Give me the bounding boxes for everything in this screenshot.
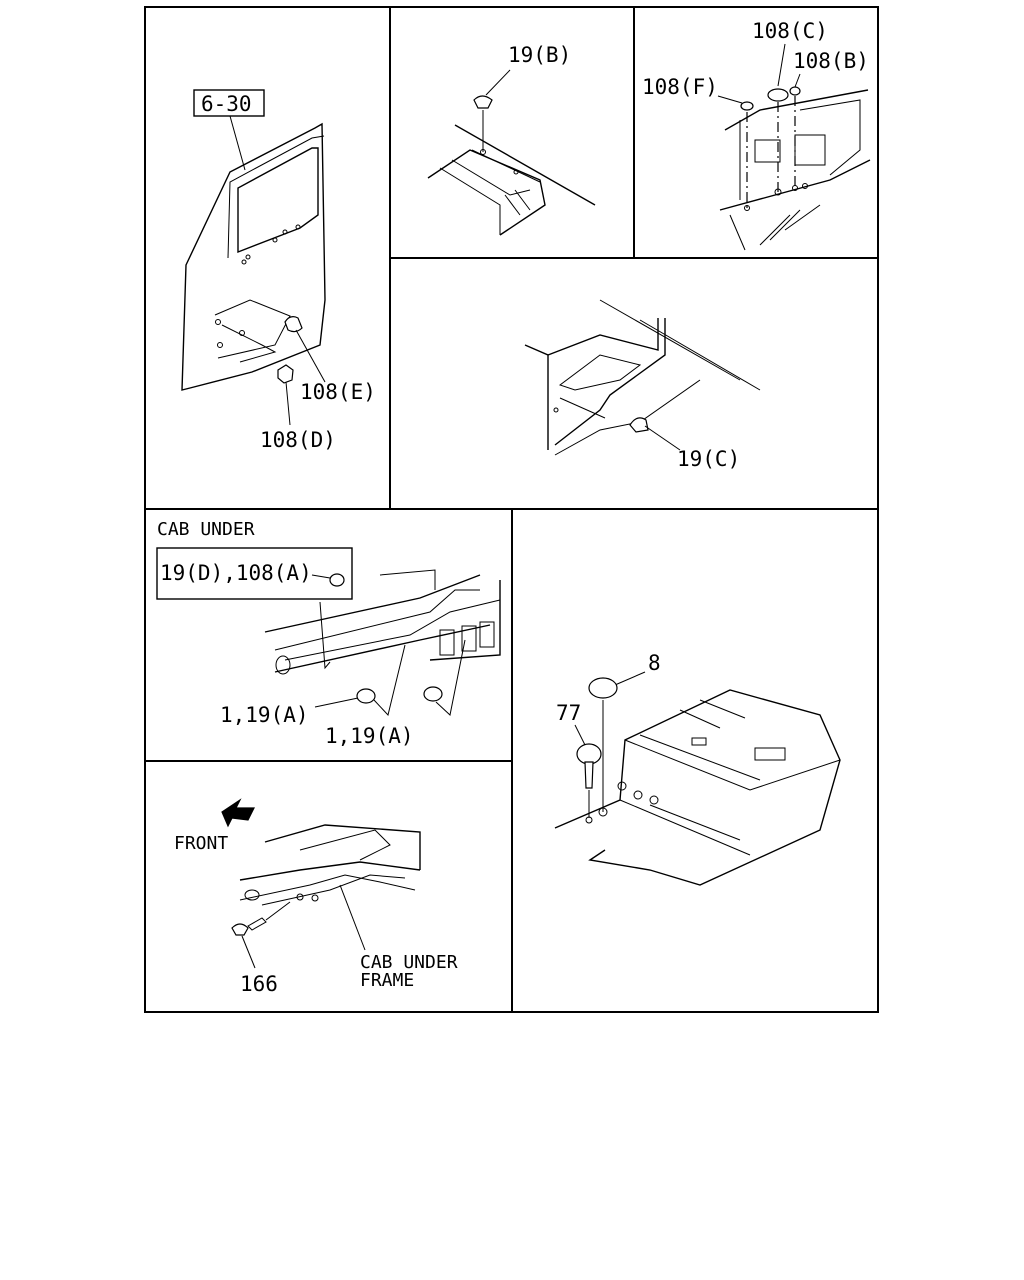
- panel-floor: 8 77: [554, 651, 841, 886]
- part-19b-label: 19(B): [508, 43, 571, 67]
- part-8-label: 8: [648, 651, 661, 675]
- plug-1-19a-left-icon: [356, 688, 376, 704]
- cab-under-frame-label-1: CAB UNDER: [360, 952, 458, 973]
- panel-door: 6-30 108(E) 108(D): [181, 89, 376, 452]
- panel-19b: 19(B): [427, 43, 596, 236]
- ref-6-30-box: [193, 89, 265, 117]
- clip-108e-icon: [284, 316, 303, 333]
- bolt-166-icon: [231, 923, 249, 936]
- grommet-108b-icon: [789, 86, 801, 96]
- grommet-108f-icon: [740, 101, 754, 111]
- part-108e-label: 108(E): [300, 380, 376, 404]
- grommet-108c-icon: [767, 88, 789, 102]
- plug-19b-icon: [473, 95, 493, 109]
- panel-front: FRONT 166 CAB UNDER FRAME: [174, 798, 458, 996]
- cab-under-frame-label-2: FRAME: [360, 970, 414, 991]
- part-108d-label: 108(D): [260, 428, 336, 452]
- plug-8-icon: [588, 677, 618, 699]
- front-label: FRONT: [174, 833, 228, 854]
- callout-box: [156, 547, 353, 600]
- clip-77-icon: [576, 743, 602, 765]
- panel-108cbf: 108(C) 108(B) 108(F): [642, 19, 871, 251]
- panel-borders: [144, 6, 879, 1013]
- part-108c-label: 108(C): [752, 19, 828, 43]
- front-arrow-icon: [221, 798, 255, 828]
- clip-108d-icon: [277, 364, 294, 384]
- plug-1-19a-right-icon: [423, 686, 443, 702]
- part-108b-label: 108(B): [793, 49, 869, 73]
- panel-cab-under: CAB UNDER 19(D),108(A) 1,19(A) 1,19(A): [156, 519, 501, 748]
- part-1-19a-right-label: 1,19(A): [325, 724, 414, 748]
- part-19c-label: 19(C): [677, 447, 740, 471]
- ref-6-30-label: 6-30: [201, 92, 252, 116]
- plug-19d-icon: [329, 573, 345, 587]
- part-19d-108a-label: 19(D),108(A): [160, 561, 312, 585]
- part-77-label: 77: [556, 701, 581, 725]
- part-108f-label: 108(F): [642, 75, 718, 99]
- panel-19c: 19(C): [524, 299, 761, 471]
- cab-under-title: CAB UNDER: [157, 519, 255, 540]
- part-166-label: 166: [240, 972, 278, 996]
- plug-19c-icon: [629, 417, 649, 433]
- part-1-19a-left-label: 1,19(A): [220, 703, 309, 727]
